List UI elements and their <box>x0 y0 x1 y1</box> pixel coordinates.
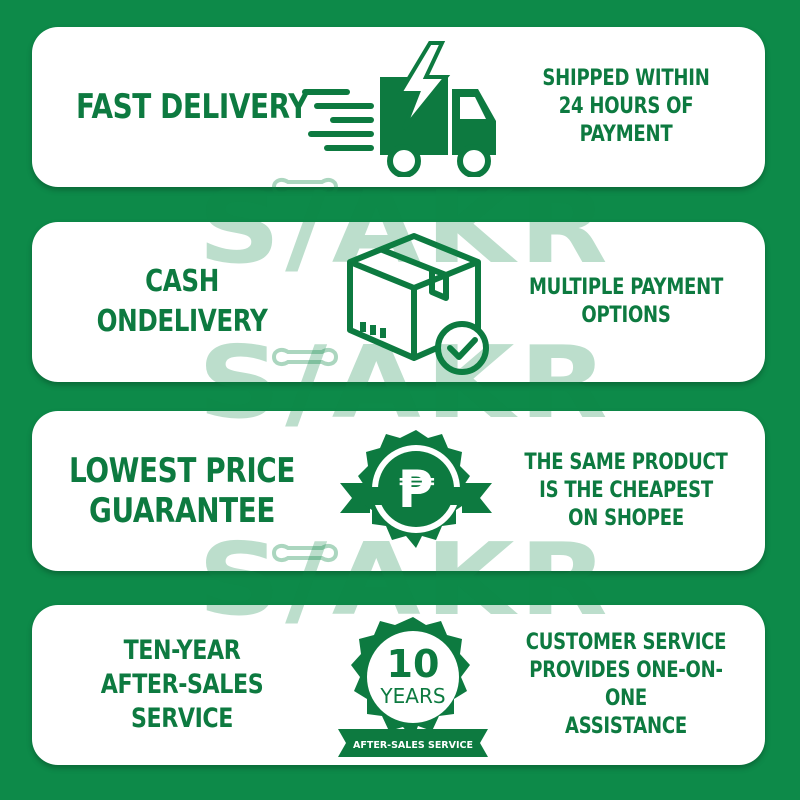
badge-number: 10 <box>387 642 440 686</box>
feature-title: FAST DELIVERY <box>76 87 308 127</box>
badge-unit: YEARS <box>379 684 445 708</box>
feature-title: TEN-YEAR AFTER-SALES SERVICE <box>100 635 264 734</box>
feature-description: MULTIPLE PAYMENT OPTIONS <box>528 275 724 328</box>
feature-card-lowest-price: LOWEST PRICE GUARANTEE ₱ THE SAME PRODUC… <box>32 411 765 571</box>
peso-badge-icon: ₱ <box>336 421 496 561</box>
feature-card-cash-on-delivery: CASH ONDELIVERY MULTIPLE PAYMENT OPTIONS <box>32 222 765 382</box>
peso-symbol: ₱ <box>398 460 435 520</box>
feature-description: SHIPPED WITHIN 24 HOURS OF PAYMENT <box>542 66 710 147</box>
delivery-truck-icon <box>300 37 500 177</box>
package-check-icon <box>344 230 494 376</box>
feature-title: LOWEST PRICE GUARANTEE <box>69 451 295 531</box>
badge-ribbon-text: AFTER-SALES SERVICE <box>353 740 473 751</box>
warranty-badge-icon: 10 YEARS AFTER-SALES SERVICE <box>328 611 498 761</box>
feature-card-after-sales: TEN-YEAR AFTER-SALES SERVICE 10 YEARS AF… <box>32 605 765 765</box>
feature-description: CUSTOMER SERVICE PROVIDES ONE-ON-ONE ASS… <box>525 630 727 739</box>
feature-description: THE SAME PRODUCT IS THE CHEAPEST ON SHOP… <box>524 450 728 531</box>
feature-title: CASH ONDELIVERY <box>96 264 268 339</box>
feature-card-fast-delivery: FAST DELIVERY SHIPPED WITHIN 24 HOURS OF… <box>32 27 765 187</box>
